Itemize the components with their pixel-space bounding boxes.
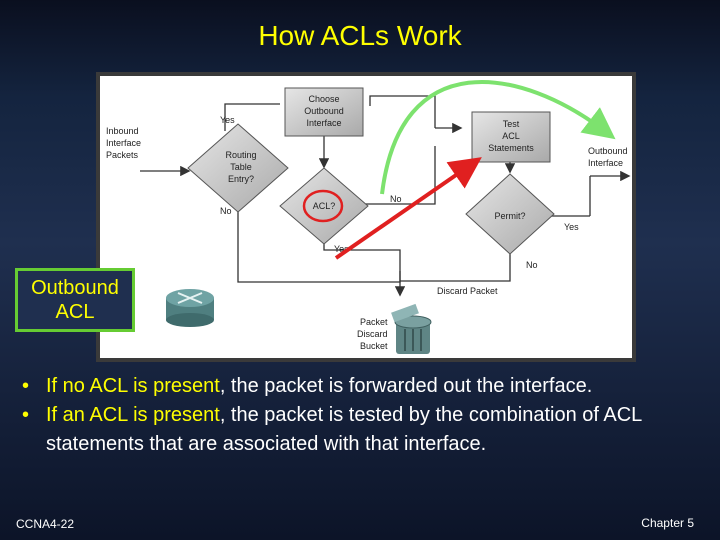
no-label-2: No — [390, 194, 402, 204]
outbound-interface-label-2: Interface — [588, 158, 623, 168]
yes-label-3: Yes — [564, 222, 579, 232]
bullet-dot-icon: • — [22, 404, 30, 426]
trash-bucket-icon — [391, 303, 432, 354]
bucket-label-1: Packet — [360, 317, 388, 327]
bucket-label-2: Discard — [357, 329, 388, 339]
routing-label-1: Routing — [225, 150, 256, 160]
choose-outbound-box — [284, 87, 364, 137]
acl-flow-diagram: Choose Outbound Interface Routing Table … — [100, 76, 632, 358]
acl-highlight-circle — [302, 189, 344, 223]
yes-label-1: Yes — [220, 115, 235, 125]
acl-test-arrow — [334, 157, 482, 260]
no-label-3: No — [526, 260, 538, 270]
footer-course-label: CCNA4-22 — [16, 517, 75, 531]
inbound-label-2: Interface — [106, 138, 141, 148]
outbound-acl-box: Outbound ACL — [15, 268, 135, 332]
forward-path-arrow — [380, 79, 616, 195]
permit-label: Permit? — [494, 211, 525, 221]
test-label-1: Test — [503, 119, 520, 129]
bullet-item: • If no ACL is present, the packet is for… — [20, 372, 710, 401]
yes-label-2: Yes — [334, 244, 349, 254]
bullet-text: , the packet is tested by the combinatio… — [46, 404, 642, 455]
footer-chapter-label: Chapter 5 — [641, 516, 694, 530]
discard-packet-label: Discard Packet — [437, 286, 498, 296]
bullet-dot-icon: • — [22, 375, 30, 397]
bullet-text: , the packet is forwarded out the interf… — [219, 375, 593, 397]
test-label-2: ACL — [502, 131, 520, 141]
routing-label-2: Table — [230, 162, 252, 172]
routing-label-3: Entry? — [228, 174, 254, 184]
test-label-3: Statements — [488, 143, 534, 153]
bullet-highlight: If no ACL is present — [46, 375, 220, 397]
bullet-list: • If no ACL is present, the packet is for… — [20, 372, 710, 459]
acl-label: ACL? — [313, 201, 336, 211]
bucket-label-3: Bucket — [360, 341, 388, 351]
no-label-1: No — [220, 206, 232, 216]
routing-table-decision — [187, 123, 289, 213]
acl-decision — [279, 167, 369, 245]
inbound-label-3: Packets — [106, 150, 139, 160]
permit-decision — [465, 173, 555, 255]
choose-label-1: Choose — [308, 94, 339, 104]
bullet-highlight: If an ACL is present — [46, 404, 220, 426]
test-acl-box — [471, 111, 551, 163]
outbound-interface-label-1: Outbound — [588, 146, 628, 156]
choose-label-3: Interface — [306, 118, 341, 128]
page-title: How ACLs Work — [258, 20, 462, 51]
bullet-item: • If an ACL is present, the packet is tes… — [20, 401, 710, 459]
inbound-label-1: Inbound — [106, 126, 139, 136]
router-icon — [166, 289, 214, 327]
choose-label-2: Outbound — [304, 106, 344, 116]
